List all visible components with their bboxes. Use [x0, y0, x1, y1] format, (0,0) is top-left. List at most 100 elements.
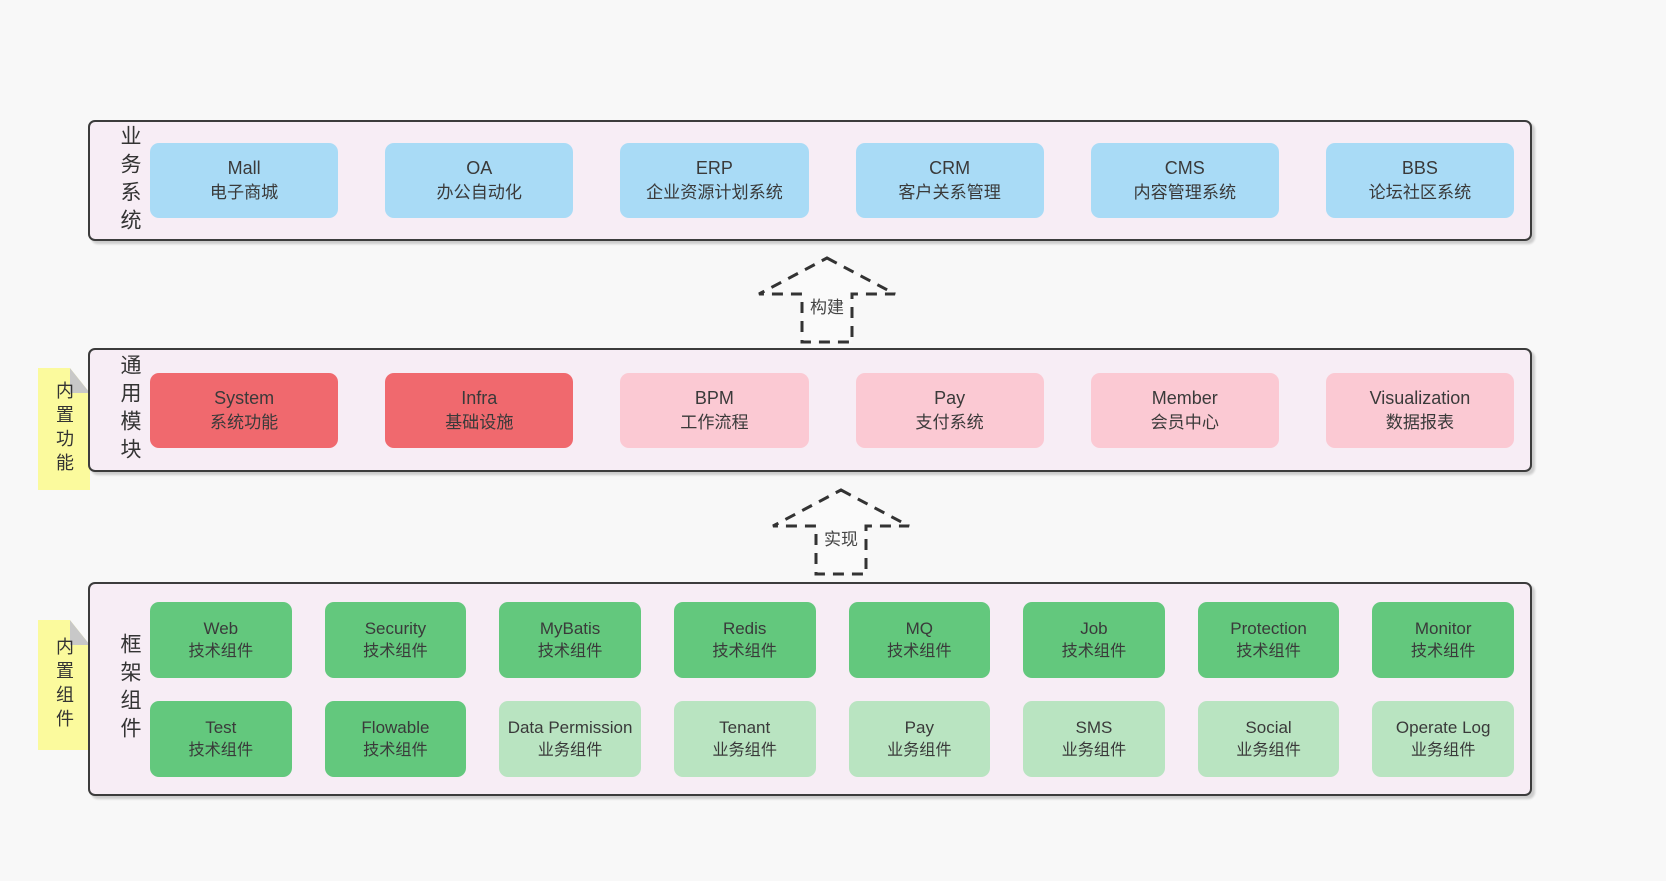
box-subtitle: 技术组件 [887, 642, 952, 661]
box-title: Web [203, 618, 239, 638]
box-subtitle: 技术组件 [363, 741, 428, 760]
box-social: Social 业务组件 [1197, 700, 1340, 777]
section-label-business: 业务系统 [118, 124, 141, 237]
box-oa: OA 办公自动化 [385, 143, 574, 218]
box-bpm: BPM 工作流程 [620, 372, 809, 448]
box-title: Visualization [1369, 387, 1471, 408]
box-flowable: Flowable 技术组件 [324, 700, 467, 777]
box-subtitle: 技术组件 [712, 642, 777, 661]
box-subtitle: 技术组件 [1061, 642, 1127, 661]
box-mq: MQ 技术组件 [848, 601, 991, 678]
sticky-note-text: 内置功能 [54, 381, 74, 477]
box-data-permission: Data Permission 业务组件 [499, 700, 641, 777]
box-crm: CRM 客户关系管理 [855, 143, 1044, 218]
box-subtitle: 会员中心 [1150, 412, 1219, 432]
box-subtitle: 工作流程 [680, 412, 749, 432]
box-title: Operate Log [1395, 717, 1491, 737]
box-subtitle: 技术组件 [188, 741, 254, 760]
section-business-systems: 业务系统 Mall 电子商城 OA 办公自动化 ERP 企业资源计划系统 CRM… [88, 120, 1532, 241]
box-subtitle: 支付系统 [915, 412, 984, 432]
box-title: Mall [227, 158, 261, 179]
box-mall: Mall 电子商城 [150, 143, 339, 218]
box-subtitle: 业务组件 [887, 741, 952, 760]
box-protection: Protection 技术组件 [1197, 601, 1340, 678]
arrow-label-build: 构建 [807, 293, 847, 318]
box-subtitle: 内容管理系统 [1133, 183, 1237, 203]
box-title: Redis [722, 618, 767, 638]
box-visualization: Visualization 数据报表 [1325, 372, 1515, 448]
box-subtitle: 技术组件 [537, 642, 603, 661]
box-title: Member [1151, 387, 1218, 408]
box-subtitle: 业务组件 [1236, 741, 1301, 760]
box-operate-log: Operate Log 业务组件 [1372, 700, 1514, 777]
box-title: Infra [461, 387, 498, 408]
box-subtitle: 数据报表 [1385, 412, 1455, 432]
box-subtitle: 业务组件 [1061, 741, 1127, 760]
box-title: MyBatis [539, 618, 601, 638]
box-member: Member 会员中心 [1090, 372, 1279, 448]
box-title: Monitor [1414, 618, 1472, 638]
box-monitor: Monitor 技术组件 [1372, 601, 1514, 678]
box-title: OA [466, 158, 493, 179]
box-title: BBS [1401, 158, 1438, 179]
box-title: Pay [904, 717, 934, 737]
box-title: Data Permission [507, 717, 633, 737]
box-subtitle: 论坛社区系统 [1368, 183, 1472, 203]
box-pay-component: Pay 业务组件 [848, 700, 991, 777]
box-subtitle: 业务组件 [712, 741, 777, 760]
box-subtitle: 企业资源计划系统 [646, 183, 783, 203]
box-mybatis: MyBatis 技术组件 [499, 601, 641, 678]
business-boxes: Mall 电子商城 OA 办公自动化 ERP 企业资源计划系统 CRM 客户关系… [150, 143, 1515, 218]
box-title: SMS [1075, 717, 1113, 737]
box-subtitle: 基础设施 [445, 412, 514, 432]
framework-row-2: Test 技术组件 Flowable 技术组件 Data Permission … [150, 700, 1514, 777]
section-framework-components: 框架组件 Web 技术组件 Security 技术组件 MyBatis 技术组件… [88, 582, 1532, 796]
section-label-modules: 通用模块 [118, 354, 141, 466]
module-boxes: System 系统功能 Infra 基础设施 BPM 工作流程 Pay 支付系统… [150, 372, 1515, 448]
box-title: Security [364, 618, 427, 638]
box-title: Job [1080, 618, 1108, 638]
section-label-framework: 框架组件 [118, 633, 141, 745]
sticky-note-built-in-features: 内置功能 [38, 368, 90, 490]
box-subtitle: 电子商城 [209, 183, 279, 203]
framework-rows: Web 技术组件 Security 技术组件 MyBatis 技术组件 Redi… [150, 601, 1514, 777]
box-title: Pay [934, 387, 966, 408]
box-subtitle: 技术组件 [1410, 642, 1476, 661]
box-security: Security 技术组件 [324, 601, 467, 678]
box-title: Protection [1230, 618, 1307, 638]
box-title: CRM [929, 158, 971, 179]
section-common-modules: 通用模块 System 系统功能 Infra 基础设施 BPM 工作流程 Pay… [88, 348, 1532, 472]
build-arrow: 构建 [757, 255, 897, 345]
box-subtitle: 系统功能 [209, 412, 279, 432]
box-erp: ERP 企业资源计划系统 [620, 143, 809, 218]
box-web: Web 技术组件 [150, 601, 292, 678]
box-title: ERP [695, 158, 733, 179]
arrow-label-implement: 实现 [821, 525, 861, 550]
box-infra: Infra 基础设施 [385, 372, 574, 448]
box-title: BPM [694, 387, 734, 408]
box-title: CMS [1164, 158, 1205, 179]
sticky-note-text: 内置组件 [54, 637, 74, 733]
framework-row-1: Web 技术组件 Security 技术组件 MyBatis 技术组件 Redi… [150, 601, 1514, 678]
box-job: Job 技术组件 [1023, 601, 1165, 678]
box-title: Test [205, 717, 237, 737]
box-subtitle: 技术组件 [363, 642, 428, 661]
sticky-note-built-in-components: 内置组件 [38, 620, 90, 750]
box-title: System [214, 387, 275, 408]
box-test: Test 技术组件 [150, 700, 292, 777]
box-subtitle: 业务组件 [537, 741, 603, 760]
box-title: Flowable [361, 717, 430, 737]
box-subtitle: 办公自动化 [436, 183, 522, 203]
box-subtitle: 业务组件 [1410, 741, 1476, 760]
box-sms: SMS 业务组件 [1023, 700, 1165, 777]
box-subtitle: 技术组件 [1236, 642, 1301, 661]
box-tenant: Tenant 业务组件 [673, 700, 816, 777]
box-subtitle: 客户关系管理 [898, 183, 1001, 203]
box-cms: CMS 内容管理系统 [1090, 143, 1279, 218]
box-subtitle: 技术组件 [188, 642, 254, 661]
box-title: MQ [905, 618, 933, 638]
box-title: Tenant [719, 717, 771, 737]
implement-arrow: 实现 [771, 487, 911, 577]
box-system: System 系统功能 [150, 372, 339, 448]
